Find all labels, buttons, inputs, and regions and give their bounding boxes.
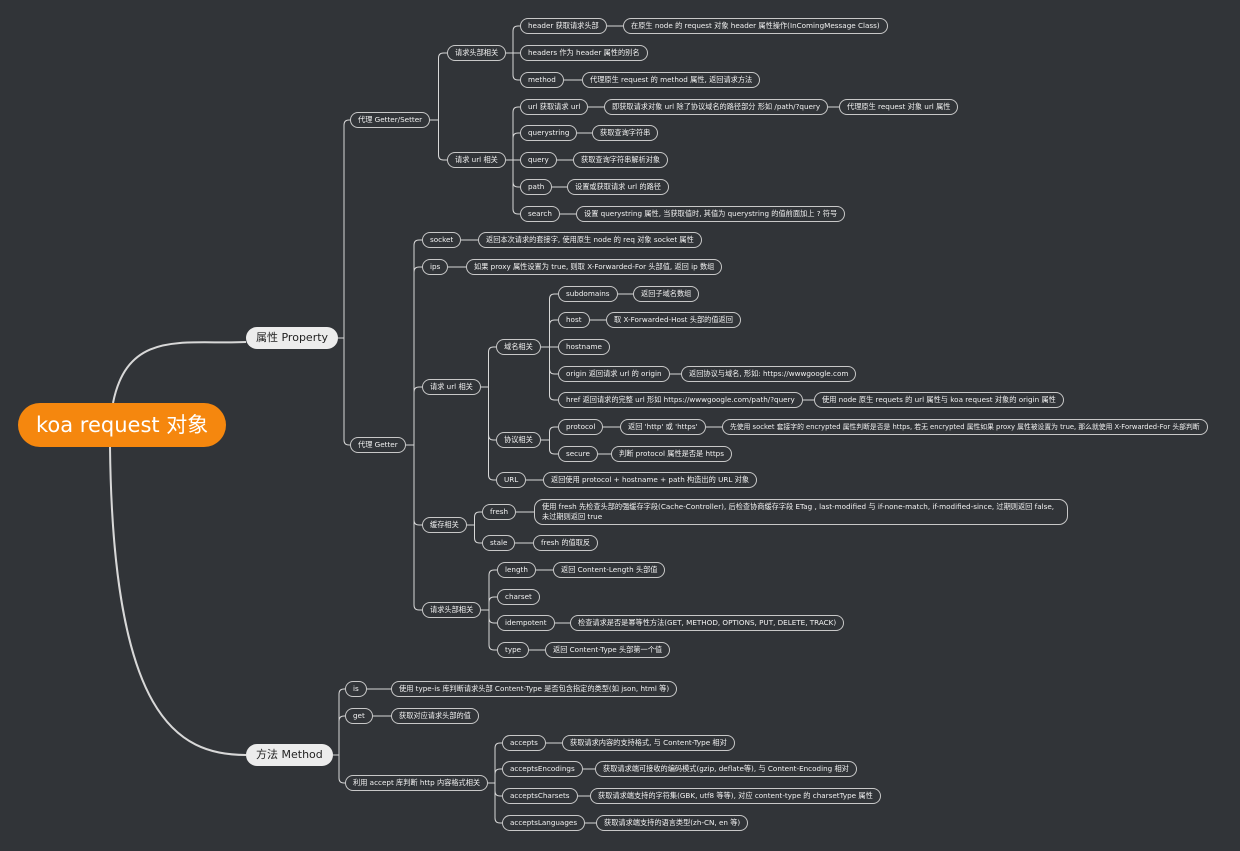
host-node[interactable]: host	[558, 312, 590, 328]
hostname-node[interactable]: hostname	[558, 339, 610, 355]
subdomains-node[interactable]: subdomains	[558, 286, 618, 302]
accepts-encodings-node[interactable]: acceptsEncodings	[502, 761, 583, 777]
accepts-desc-node[interactable]: 获取请求内容的支持格式, 与 Content-Type 相对	[562, 735, 735, 751]
method-desc-node[interactable]: 代理原生 request 的 method 属性, 返回请求方法	[582, 72, 761, 88]
property-branch[interactable]: 属性 Property	[246, 327, 339, 349]
path-desc-node[interactable]: 设置或获取请求 url 的路径	[567, 179, 669, 195]
accepts-encodings-desc-node[interactable]: 获取请求端可接收的编码模式(gzip, deflate等), 与 Content…	[595, 761, 857, 777]
protocol-desc2-node[interactable]: 先使用 socket 套接字的 encrypted 属性判断是否是 https,…	[722, 419, 1208, 435]
getter-headers-node[interactable]: 请求头部相关	[422, 602, 482, 618]
protocol-group-node[interactable]: 协议相关	[496, 432, 541, 448]
type-desc-node[interactable]: 返回 Content-Type 头部第一个值	[545, 642, 671, 658]
URL-node[interactable]: URL	[496, 472, 527, 488]
querystring-node[interactable]: querystring	[520, 125, 578, 141]
get-desc-node[interactable]: 获取对应请求头部的值	[391, 708, 479, 724]
domain-node[interactable]: 域名相关	[496, 339, 541, 355]
getter-node[interactable]: 代理 Getter	[350, 437, 406, 453]
secure-node[interactable]: secure	[558, 446, 598, 462]
fresh-node[interactable]: fresh	[482, 504, 517, 520]
charset-node[interactable]: charset	[497, 589, 540, 605]
is-node[interactable]: is	[345, 681, 367, 697]
method-branch[interactable]: 方法 Method	[246, 744, 333, 766]
search-node[interactable]: search	[520, 206, 560, 222]
fresh-desc-node[interactable]: 使用 fresh 先检查头部的强缓存字段(Cache-Controller), …	[534, 499, 1068, 525]
host-desc-node[interactable]: 取 X-Forwarded-Host 头部的值返回	[606, 312, 741, 328]
stale-node[interactable]: stale	[482, 535, 516, 551]
socket-node[interactable]: socket	[422, 232, 462, 248]
subdomains-desc-node[interactable]: 返回子域名数组	[633, 286, 700, 302]
getter-url-node[interactable]: 请求 url 相关	[422, 379, 481, 395]
search-desc-node[interactable]: 设置 querystring 属性, 当获取值时, 其值为 querystrin…	[576, 206, 846, 222]
origin-node[interactable]: origin 返回请求 url 的 origin	[558, 366, 670, 382]
type-node[interactable]: type	[497, 642, 530, 658]
url-desc-node[interactable]: 即获取请求对象 url 除了协议域名的路径部分 形如 /path/?query	[604, 99, 829, 115]
accepts-languages-desc-node[interactable]: 获取请求端支持的语言类型(zh-CN, en 等)	[596, 815, 749, 831]
request-headers-node[interactable]: 请求头部相关	[447, 45, 507, 61]
href-node[interactable]: href 返回请求的完整 url 形如 https://wwwgoogle.co…	[558, 392, 803, 408]
cache-node[interactable]: 缓存相关	[422, 517, 467, 533]
stale-desc-node[interactable]: fresh 的值取反	[533, 535, 599, 551]
secure-desc-node[interactable]: 判断 protocol 属性是否是 https	[611, 446, 732, 462]
get-node[interactable]: get	[345, 708, 373, 724]
socket-desc-node[interactable]: 返回本次请求的套接字, 使用原生 node 的 req 对象 socket 属性	[478, 232, 702, 248]
accepts-languages-node[interactable]: acceptsLanguages	[502, 815, 586, 831]
protocol-desc-node[interactable]: 返回 'http' 或 'https'	[620, 419, 706, 435]
header-node[interactable]: header 获取请求头部	[520, 18, 607, 34]
accept-group-node[interactable]: 利用 accept 库判断 http 内容格式相关	[345, 775, 489, 791]
idempotent-node[interactable]: idempotent	[497, 615, 555, 631]
idempotent-desc-node[interactable]: 检查请求是否是幂等性方法(GET, METHOD, OPTIONS, PUT, …	[570, 615, 845, 631]
query-desc-node[interactable]: 获取查询字符串解析对象	[573, 152, 669, 168]
accepts-charsets-desc-node[interactable]: 获取请求端支持的字符集(GBK, utf8 等等), 对应 content-ty…	[590, 788, 881, 804]
root-node[interactable]: koa request 对象	[18, 403, 227, 447]
url-desc2-node[interactable]: 代理原生 request 对象 url 属性	[839, 99, 959, 115]
URL-desc-node[interactable]: 返回使用 protocol + hostname + path 构造出的 URL…	[543, 472, 758, 488]
getter-setter-node[interactable]: 代理 Getter/Setter	[350, 112, 431, 128]
accepts-charsets-node[interactable]: acceptsCharsets	[502, 788, 578, 804]
querystring-desc-node[interactable]: 获取查询字符串	[592, 125, 659, 141]
length-node[interactable]: length	[497, 562, 536, 578]
ips-desc-node[interactable]: 如果 proxy 属性设置为 true, 则取 X-Forwarded-For …	[466, 259, 723, 275]
ips-node[interactable]: ips	[422, 259, 449, 275]
method-node[interactable]: method	[520, 72, 564, 88]
headers-node[interactable]: headers 作为 header 属性的别名	[520, 45, 648, 61]
length-desc-node[interactable]: 返回 Content-Length 头部值	[553, 562, 666, 578]
accepts-node[interactable]: accepts	[502, 735, 546, 751]
header-desc-node[interactable]: 在原生 node 的 request 对象 header 属性操作(InComi…	[623, 18, 888, 34]
request-url-node[interactable]: 请求 url 相关	[447, 152, 506, 168]
url-node[interactable]: url 获取请求 url	[520, 99, 589, 115]
protocol-node[interactable]: protocol	[558, 419, 604, 435]
origin-desc-node[interactable]: 返回协议与域名, 形如: https://wwwgoogle.com	[681, 366, 857, 382]
query-node[interactable]: query	[520, 152, 557, 168]
path-node[interactable]: path	[520, 179, 553, 195]
href-desc-node[interactable]: 使用 node 原生 requets 的 url 属性与 koa request…	[814, 392, 1064, 408]
is-desc-node[interactable]: 使用 type-is 库判断请求头部 Content-Type 是否包含指定的类…	[391, 681, 678, 697]
